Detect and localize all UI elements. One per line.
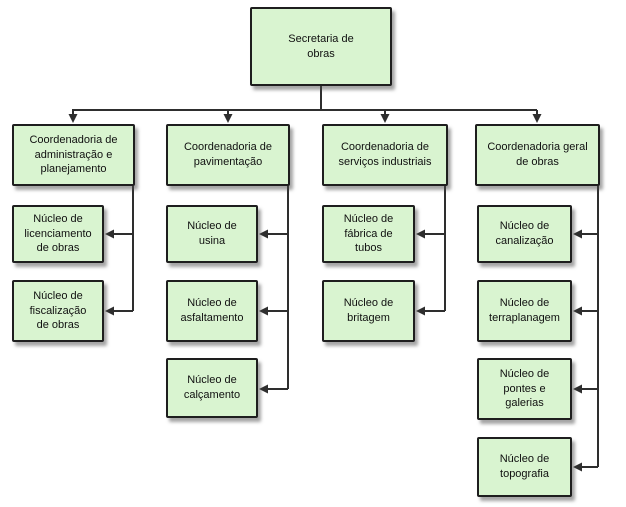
arrow-down-icon (380, 114, 390, 123)
org-node-nucleo-canalizacao: Núcleo de canalização (477, 205, 572, 263)
org-node-coordenadoria-administracao: Coordenadoria de administração e planeja… (12, 124, 135, 186)
org-node-label: Núcleo de calçamento (183, 374, 241, 401)
org-node-nucleo-fabrica-tubos: Núcleo de fábrica de tubos (322, 205, 415, 263)
org-node-label: Núcleo de fábrica de tubos (343, 213, 394, 255)
connector-col2 (259, 186, 289, 394)
org-node-nucleo-pontes-galerias: Núcleo de pontes e galerias (477, 358, 572, 420)
org-node-label: Núcleo de britagem (343, 297, 394, 324)
org-node-nucleo-terraplanagem: Núcleo de terraplanagem (477, 280, 572, 342)
arrow-down-icon (68, 114, 78, 123)
connector-col1 (105, 186, 134, 316)
org-node-label: Núcleo de pontes e galerias (499, 368, 550, 410)
org-node-coordenadoria-servicos-industriais: Coordenadoria de serviços industriais (322, 124, 448, 186)
arrow-left-icon (416, 229, 425, 239)
org-node-coordenadoria-pavimentacao: Coordenadoria de pavimentação (166, 124, 290, 186)
arrow-left-icon (259, 384, 268, 394)
connector-col4 (573, 186, 599, 472)
org-node-nucleo-britagem: Núcleo de britagem (322, 280, 415, 342)
org-node-nucleo-asfaltamento: Núcleo de asfaltamento (166, 280, 258, 342)
arrow-left-icon (573, 306, 582, 316)
arrow-left-icon (573, 462, 582, 472)
arrow-left-icon (573, 229, 582, 239)
org-node-label: Núcleo de canalização (495, 220, 554, 247)
org-node-coordenadoria-geral-obras: Coordenadoria geral de obras (475, 124, 600, 186)
org-node-label: Núcleo de usina (187, 220, 237, 247)
org-node-secretaria-de-obras: Secretaria de obras (250, 7, 392, 86)
org-node-label: Núcleo de terraplanagem (489, 297, 560, 324)
org-node-label: Coordenadoria de pavimentação (183, 141, 273, 168)
org-node-label: Núcleo de topografia (499, 453, 550, 480)
org-node-nucleo-fiscalizacao: Núcleo de fiscalização de obras (12, 280, 104, 342)
arrow-left-icon (416, 306, 425, 316)
org-node-label: Secretaria de obras (288, 32, 354, 60)
arrow-left-icon (573, 384, 582, 394)
org-node-nucleo-usina: Núcleo de usina (166, 205, 258, 263)
org-node-nucleo-licenciamento: Núcleo de licenciamento de obras (12, 205, 104, 263)
org-node-label: Coordenadoria de serviços industriais (338, 141, 432, 168)
arrow-left-icon (105, 229, 114, 239)
org-node-label: Núcleo de asfaltamento (180, 297, 244, 324)
org-node-label: Núcleo de fiscalização de obras (29, 290, 87, 332)
arrow-down-icon (532, 114, 542, 123)
connector-root-rail (68, 86, 542, 123)
org-node-nucleo-topografia: Núcleo de topografia (477, 437, 572, 497)
org-node-label: Coordenadoria de administração e planeja… (29, 134, 118, 176)
connector-col3 (416, 186, 446, 316)
arrow-left-icon (259, 306, 268, 316)
arrow-left-icon (105, 306, 114, 316)
arrow-left-icon (259, 229, 268, 239)
org-node-label: Núcleo de licenciamento de obras (24, 213, 92, 255)
org-node-label: Coordenadoria geral de obras (487, 141, 588, 168)
org-node-nucleo-calcamento: Núcleo de calçamento (166, 358, 258, 418)
arrow-down-icon (223, 114, 233, 123)
